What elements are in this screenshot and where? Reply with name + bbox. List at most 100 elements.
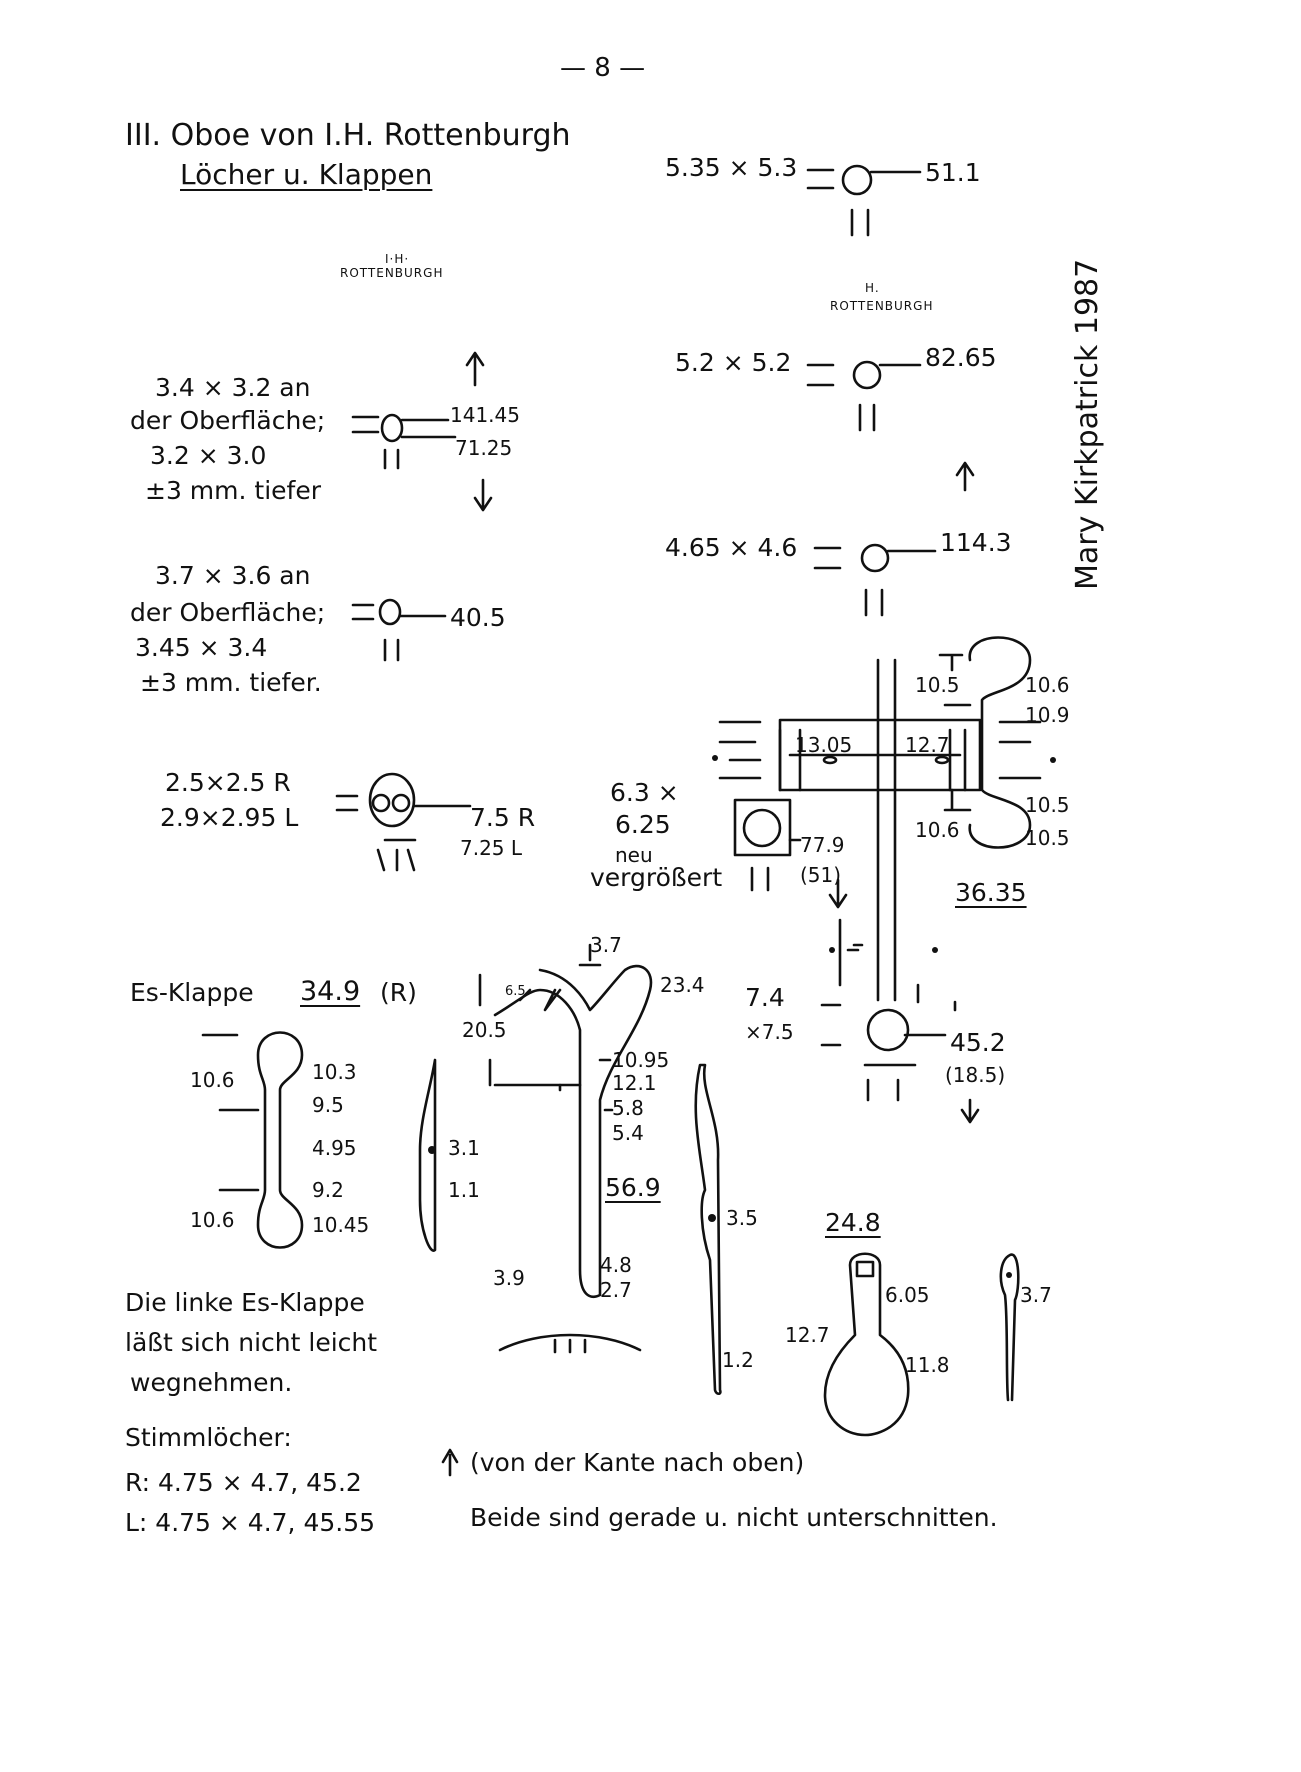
- topkey-d1: 10.5: [915, 673, 960, 697]
- small-key-total: 24.8: [825, 1208, 881, 1237]
- hole2-line2: der Oberfläche;: [130, 598, 326, 627]
- topkey-d7: 10.5: [1025, 793, 1070, 817]
- fork-key-d1: 3.7: [590, 933, 622, 957]
- es-key-d7: 10.45: [312, 1213, 370, 1237]
- es-key-d1: 10.6: [190, 1068, 235, 1092]
- hole2-pos: 40.5: [450, 603, 506, 632]
- hole-symbol-3: [335, 772, 472, 872]
- fork-key-d4: 20.5: [462, 1018, 507, 1042]
- hole2-line1: 3.7 × 3.6 an: [155, 561, 311, 590]
- note-line3: wegnehmen.: [130, 1368, 293, 1397]
- es-key-side2: 1.1: [448, 1178, 480, 1202]
- r-hole2-pos: 82.65: [925, 343, 997, 372]
- maker-stamp-left-line2: ROTTENBURGH: [340, 266, 444, 280]
- hole1-line2: der Oberfläche;: [130, 406, 326, 435]
- es-key-length: 34.9: [300, 976, 361, 1007]
- es-key-d3: 9.5: [312, 1093, 344, 1117]
- fork-key-d8: 5.4: [612, 1121, 644, 1145]
- fork-key-d9: 3.9: [493, 1266, 525, 1290]
- page-number: — 8 —: [560, 53, 646, 83]
- es-key-label: Es-Klappe: [130, 978, 254, 1007]
- hole2-line4: ±3 mm. tiefer.: [140, 668, 322, 697]
- r-hole4-line1: 6.3 ×: [610, 778, 679, 807]
- es-key-d6: 10.6: [190, 1208, 235, 1232]
- hole3-line1: 2.5×2.5 R: [165, 768, 291, 797]
- topkey-d4: 13.05: [795, 733, 853, 757]
- r-hole1-pos: 51.1: [925, 158, 981, 187]
- r-hole5-line2: ×7.5: [745, 1020, 794, 1044]
- maker-stamp-right-line1: H.: [865, 281, 880, 295]
- fork-key-d5: 10.95: [612, 1048, 670, 1072]
- hole3-line2: 2.9×2.95 L: [160, 803, 299, 832]
- small-key-d1: 6.05: [885, 1283, 930, 1307]
- fork-key-d6: 12.1: [612, 1071, 657, 1095]
- tone-holes-l-line: L: 4.75 × 4.7, 45.55: [125, 1508, 376, 1537]
- hole3-pos2: 7.25 L: [460, 836, 523, 860]
- signature: Mary Kirkpatrick 1987: [1070, 258, 1105, 590]
- tone-holes-r-note: (von der Kante nach oben): [470, 1448, 805, 1477]
- note-line1: Die linke Es-Klappe: [125, 1288, 365, 1317]
- fork-key-d10: 4.8: [600, 1253, 632, 1277]
- es-key-d5: 9.2: [312, 1178, 344, 1202]
- hole-symbol-r5: [820, 1003, 980, 1124]
- side-key-d1: 3.5: [726, 1206, 758, 1230]
- tone-holes-heading: Stimmlöcher:: [125, 1423, 292, 1452]
- maker-stamp-right-line2: ROTTENBURGH: [830, 299, 934, 313]
- small-key-d3: 11.8: [905, 1353, 950, 1377]
- hole1-line1: 3.4 × 3.2 an: [155, 373, 311, 402]
- topkey-d5: 12.7: [905, 733, 950, 757]
- top-key-drawing: [712, 636, 1056, 1012]
- fork-key-drawing: [478, 943, 653, 1354]
- r-hole3-size: 4.65 × 4.6: [665, 533, 798, 562]
- r-hole5-pos2: (18.5): [945, 1063, 1006, 1087]
- page-subtitle: Löcher u. Klappen: [180, 158, 433, 191]
- hole1-line3: 3.2 × 3.0: [150, 441, 267, 470]
- es-key-side: (R): [380, 978, 417, 1007]
- tone-holes-r-line: R: 4.75 × 4.7, 45.2: [125, 1468, 362, 1497]
- hole-symbol-r3: [813, 543, 937, 617]
- maker-stamp-left-line1: I·H·: [385, 252, 410, 266]
- note-line2: läßt sich nicht leicht: [125, 1328, 378, 1357]
- small-key-drawing: [441, 1252, 1020, 1477]
- side-key-drawing: [694, 1063, 722, 1396]
- fork-key-total: 56.9: [605, 1173, 661, 1202]
- topkey-d8: 10.5: [1025, 826, 1070, 850]
- hole1-line4: ±3 mm. tiefer: [145, 476, 321, 505]
- r-hole4-pos1: 77.9: [800, 833, 845, 857]
- hole3-pos1: 7.5 R: [470, 803, 536, 832]
- r-hole2-size: 5.2 × 5.2: [675, 348, 792, 377]
- es-key-d2: 10.3: [312, 1060, 357, 1084]
- r-hole4-line3: neu: [615, 843, 653, 867]
- r-hole5-line1: 7.4: [745, 983, 785, 1012]
- page-title: III. Oboe von I.H. Rottenburgh: [125, 118, 571, 153]
- hole-symbol-r2: [806, 360, 975, 492]
- topkey-total: 36.35: [955, 878, 1027, 907]
- es-key-d4: 4.95: [312, 1136, 357, 1160]
- hole-symbol-r1: [806, 164, 922, 237]
- fork-key-d11: 2.7: [600, 1278, 632, 1302]
- es-key-drawing: [201, 1031, 437, 1252]
- r-hole4-pos2: (51): [800, 863, 842, 887]
- tone-holes-l-note: Beide sind gerade u. nicht unterschnitte…: [470, 1503, 998, 1532]
- small-key-d4: 3.7: [1020, 1283, 1052, 1307]
- es-key-side1: 3.1: [448, 1136, 480, 1160]
- side-key-d2: 1.2: [722, 1348, 754, 1372]
- topkey-d3: 10.9: [1025, 703, 1070, 727]
- hole1-pos1: 141.45: [450, 403, 520, 427]
- fork-key-d3: 6.5: [505, 984, 526, 999]
- hole1-pos2: 71.25: [455, 436, 513, 460]
- fork-key-d2: 23.4: [660, 973, 705, 997]
- topkey-d6: 10.6: [915, 818, 960, 842]
- small-key-d2: 12.7: [785, 1323, 830, 1347]
- hole-symbol-2: [351, 598, 447, 662]
- r-hole1-size: 5.35 × 5.3: [665, 153, 798, 182]
- r-hole4-line4: vergrößert: [590, 863, 723, 892]
- r-hole4-line2: 6.25: [615, 810, 671, 839]
- hole2-line3: 3.45 × 3.4: [135, 633, 268, 662]
- fork-key-d7: 5.8: [612, 1096, 644, 1120]
- r-hole5-pos1: 45.2: [950, 1028, 1006, 1057]
- topkey-d2: 10.6: [1025, 673, 1070, 697]
- r-hole3-pos: 114.3: [940, 528, 1012, 557]
- hole-symbol-1: [351, 351, 493, 512]
